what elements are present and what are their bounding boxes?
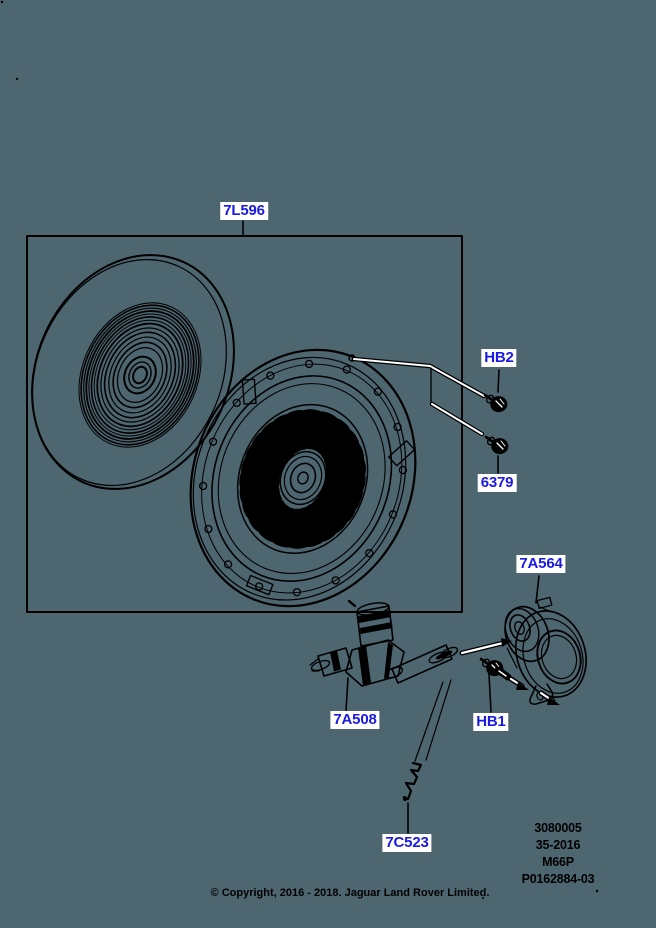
bolt-hb1-drawing [479, 656, 529, 690]
callout-7c523[interactable]: 7C523 [382, 834, 432, 852]
stamp-line-2: 35-2016 [535, 838, 581, 852]
bolt-hb2-drawing [483, 392, 509, 414]
clip-leader-lines [414, 679, 452, 762]
clip-drawing [402, 761, 423, 801]
callout-6379[interactable]: 6379 [477, 474, 517, 492]
assembly-arrows [459, 638, 560, 705]
drawing-stamp: 3080005 35-2016 M66P P0162884-03 [497, 820, 619, 888]
callout-7a508[interactable]: 7A508 [330, 711, 380, 729]
release-bearing-drawing [504, 596, 587, 705]
callout-leader-lines [242, 220, 540, 834]
callout-hb2[interactable]: HB2 [481, 349, 517, 367]
copyright-notice: © Copyright, 2016 - 2018. Jaguar Land Ro… [210, 887, 490, 899]
callout-hb1[interactable]: HB1 [473, 713, 509, 731]
bolt-6379-drawing [484, 434, 510, 456]
stamp-line-4: P0162884-03 [521, 872, 595, 886]
stamp-line-3: M66P [542, 855, 574, 869]
flywheel-drawing [31, 254, 235, 490]
stamp-line-1: 3080005 [534, 821, 582, 835]
bolt-axis-lines [348, 354, 487, 437]
callout-7l596[interactable]: 7L596 [220, 202, 268, 220]
pressure-plate-drawing [189, 348, 417, 608]
slave-cylinder-tube-drawing [309, 599, 459, 687]
print-specks [0, 0, 599, 899]
callout-7a564[interactable]: 7A564 [516, 555, 566, 573]
